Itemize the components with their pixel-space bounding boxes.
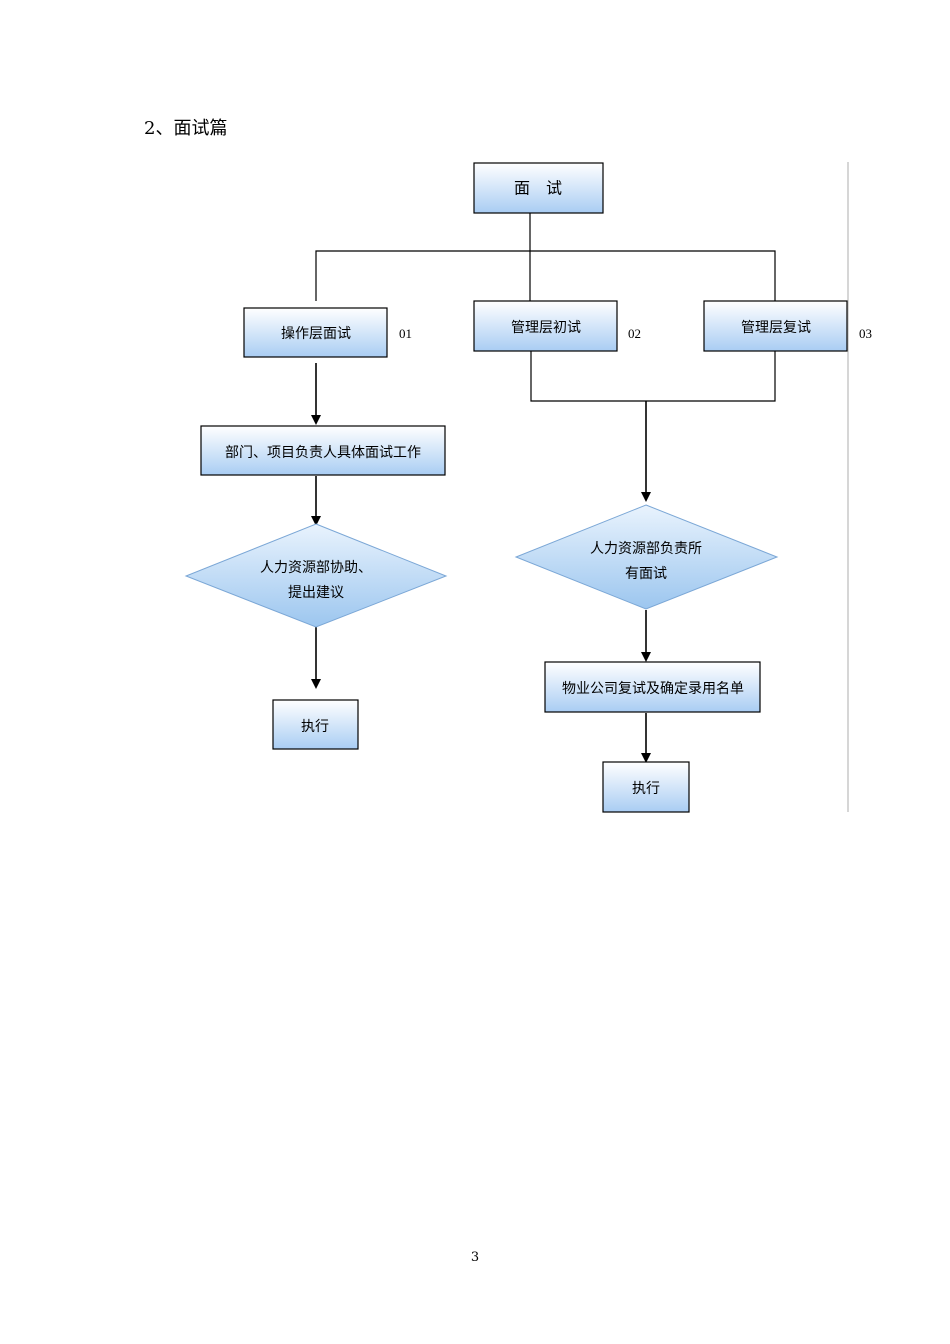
management-second-interview-node: 管理层复试 <box>703 300 848 352</box>
execute-node-left: 执行 <box>272 699 359 750</box>
management-first-interview-number: 02 <box>628 326 641 341</box>
company-reinterview-step: 物业公司复试及确定录用名单 <box>544 661 761 713</box>
root-label: 面 试 <box>514 179 562 198</box>
operations-interview-label: 操作层面试 <box>281 326 351 342</box>
management-first-interview-node: 管理层初试 <box>473 300 618 352</box>
hr-assist-decision: 人力资源部协助、 提出建议 <box>184 523 448 628</box>
management-first-interview-label: 管理层初试 <box>511 319 581 336</box>
root-node: 面 试 <box>473 162 604 214</box>
hr-responsible-decision: 人力资源部负责所 有面试 <box>514 504 779 610</box>
execute-node-right: 执行 <box>602 761 690 813</box>
department-interview-label: 部门、项目负责人具体面试工作 <box>225 445 421 461</box>
page-number: 3 <box>470 1250 480 1265</box>
department-interview-step: 部门、项目负责人具体面试工作 <box>200 425 446 476</box>
hr-responsible-line2: 有面试 <box>625 566 667 582</box>
connector-lines <box>315 213 776 402</box>
management-second-interview-label: 管理层复试 <box>741 319 811 336</box>
hr-assist-line2: 提出建议 <box>288 585 344 601</box>
operations-interview-number: 01 <box>399 326 412 341</box>
hr-responsible-line1: 人力资源部负责所 <box>590 541 702 557</box>
company-reinterview-label: 物业公司复试及确定录用名单 <box>562 680 744 697</box>
operations-interview-node: 操作层面试 <box>243 307 388 358</box>
hr-assist-line1: 人力资源部协助、 <box>260 560 372 576</box>
execute-label-right: 执行 <box>632 781 660 797</box>
section-heading: 2、面试篇 <box>144 118 228 139</box>
execute-label-left: 执行 <box>301 719 329 735</box>
management-second-interview-number: 03 <box>859 326 872 341</box>
